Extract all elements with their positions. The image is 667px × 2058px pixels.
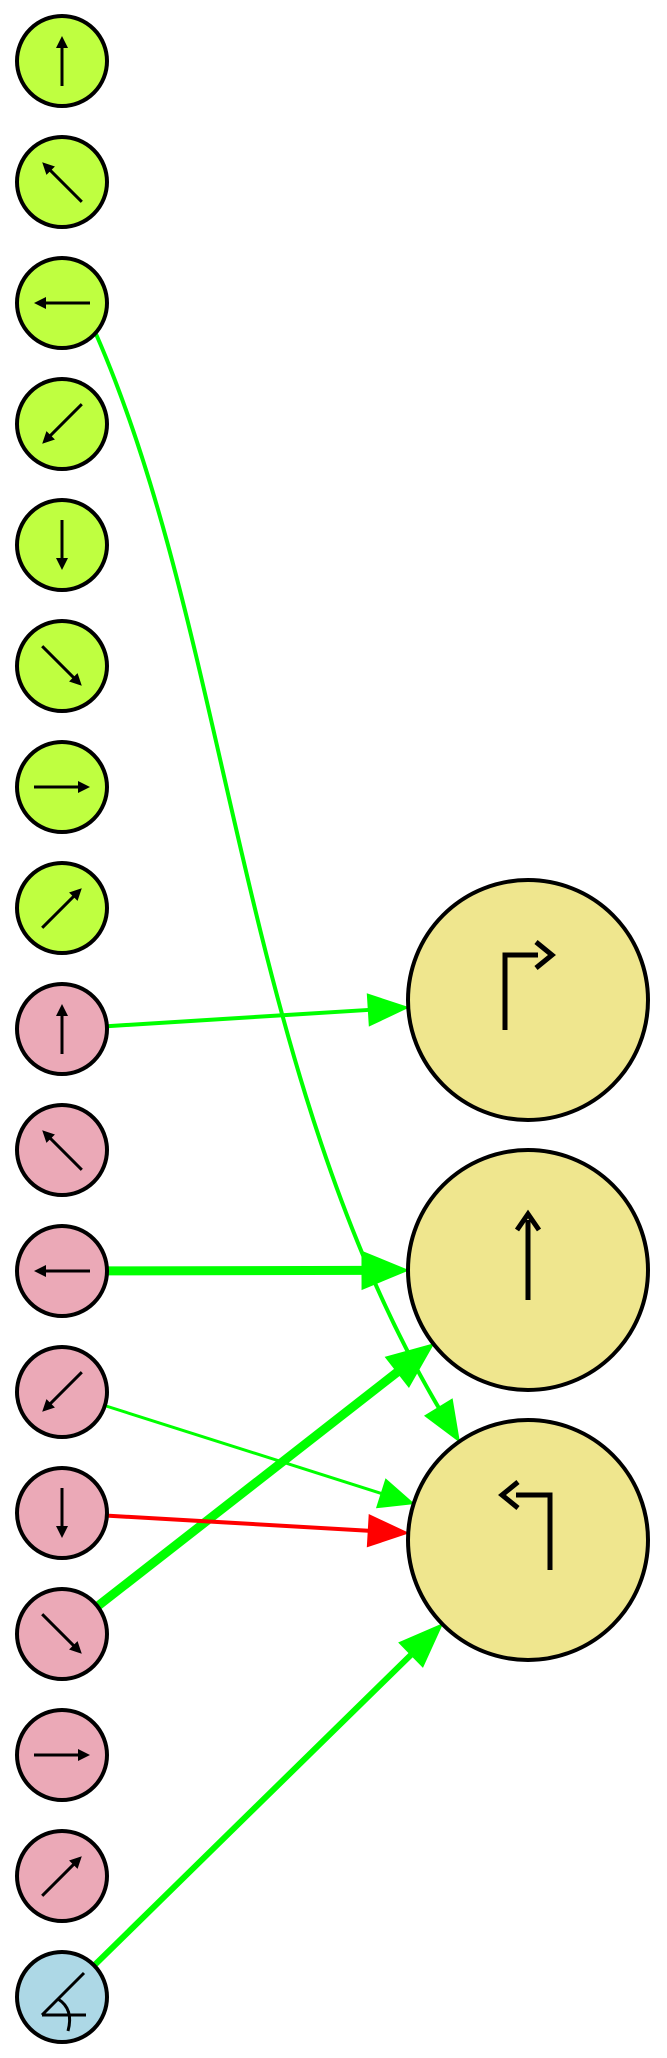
edge-p-downleft-to-o-turn-left: [104, 1404, 415, 1509]
arrow-down-icon: [56, 1488, 68, 1538]
arrow-up-icon: [56, 36, 68, 86]
edge-line: [94, 333, 441, 1409]
input-node-g-down: [15, 498, 109, 592]
edge-line: [106, 1513, 369, 1533]
arrow-down-left-icon: [42, 403, 83, 444]
arrow-down-icon: [56, 520, 68, 570]
input-node-column: [15, 14, 109, 2044]
output-node-circle: [406, 878, 650, 1122]
input-node-p-upleft: [15, 1103, 109, 1197]
input-node-p-downleft: [15, 1345, 109, 1439]
input-node-g-downleft: [15, 377, 109, 471]
turn-right-icon: [502, 940, 556, 1030]
input-node-p-downright: [15, 1587, 109, 1681]
straight-up-icon: [514, 1209, 542, 1300]
arrow-up-right-icon: [41, 1856, 82, 1897]
arrow-up-icon: [56, 1004, 68, 1054]
input-node-g-upleft: [15, 135, 109, 229]
edge-b-angle-to-o-turn-left: [92, 1623, 444, 1968]
edge-p-down-to-o-turn-left: [106, 1513, 410, 1548]
input-node-g-up: [15, 14, 109, 108]
input-node-p-right: [15, 1708, 109, 1802]
edge-arrowhead: [398, 1623, 444, 1668]
input-node-g-left: [15, 256, 109, 350]
output-node-o-turn-left: [406, 1418, 650, 1662]
angle-icon: [40, 1971, 86, 2032]
edge-line: [92, 1652, 414, 1968]
input-node-b-angle: [15, 1950, 109, 2044]
arrow-down-right-icon: [41, 1613, 82, 1654]
arrow-left-icon: [34, 297, 90, 309]
arrow-down-right-icon: [41, 645, 82, 686]
arrow-up-left-icon: [42, 1130, 83, 1171]
input-node-g-right: [15, 740, 109, 834]
input-node-p-upright: [15, 1829, 109, 1923]
edge-arrowhead: [375, 1478, 415, 1509]
arrow-up-left-icon: [42, 162, 83, 203]
edge-arrowhead: [366, 993, 410, 1027]
input-node-p-left: [15, 1224, 109, 1318]
edge-line: [94, 1368, 400, 1610]
output-node-o-turn-right: [406, 878, 650, 1122]
arrow-left-icon: [34, 1265, 90, 1277]
edge-line: [106, 1265, 363, 1276]
input-node-p-up: [15, 982, 109, 1076]
edge-arrowhead: [423, 1398, 461, 1443]
edge-p-up-to-o-turn-right: [106, 993, 410, 1029]
arrow-down-left-icon: [42, 1371, 83, 1412]
input-node-g-upright: [15, 861, 109, 955]
edge-line: [106, 1007, 369, 1029]
edge-line: [104, 1404, 382, 1495]
edge-g-left-to-o-turn-left: [94, 333, 461, 1443]
output-node-circle: [406, 1418, 650, 1662]
input-node-g-downright: [15, 619, 109, 713]
output-node-column: [406, 878, 650, 1662]
arrow-right-icon: [34, 1749, 90, 1761]
turn-left-icon: [498, 1480, 553, 1570]
edge-arrowhead: [366, 1514, 410, 1548]
arrow-up-right-icon: [41, 888, 82, 929]
edge-layer: [92, 333, 461, 1968]
output-node-o-straight: [406, 1148, 650, 1392]
input-node-p-down: [15, 1466, 109, 1560]
arrow-right-icon: [34, 781, 90, 793]
